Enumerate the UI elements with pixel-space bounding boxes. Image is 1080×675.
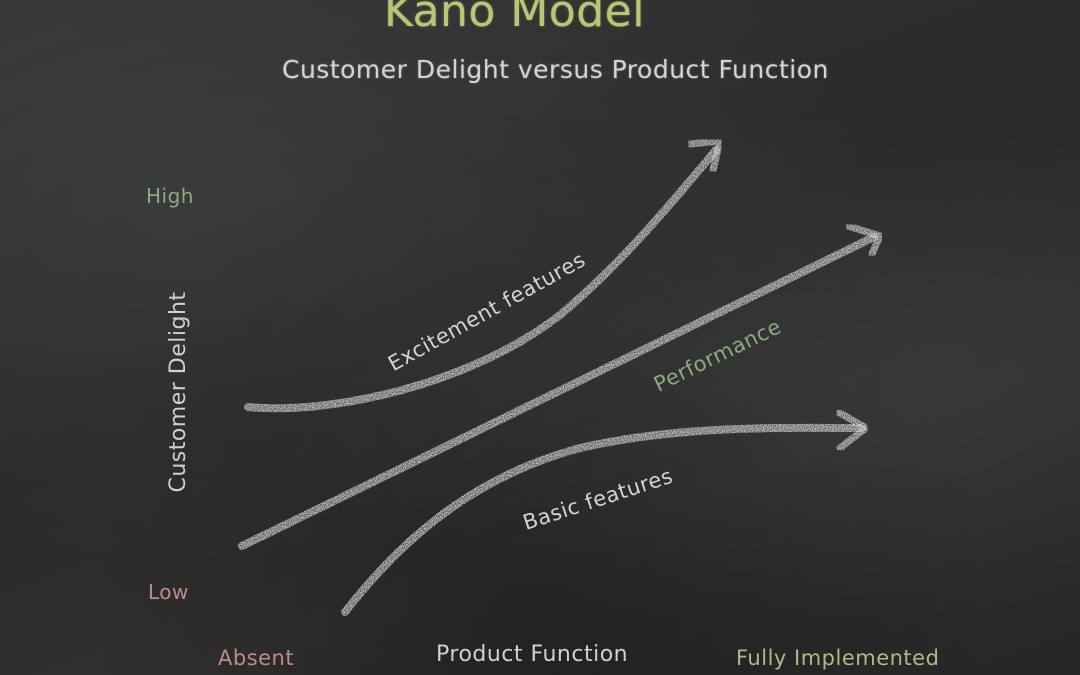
performance-line [238, 233, 878, 550]
y-axis-low-label: Low [148, 580, 189, 604]
excitement-arrowhead [686, 137, 724, 174]
x-axis-title: Product Function [436, 642, 629, 667]
y-axis-high-label: High [146, 184, 194, 208]
basic-arrowhead [834, 408, 870, 452]
x-axis-full-label: Fully Implemented [736, 646, 940, 670]
diagram-title: Kano Model [384, 0, 645, 37]
x-axis-absent-label: Absent [218, 646, 295, 670]
performance-arrowhead [844, 222, 884, 258]
excitement-curve [244, 146, 720, 413]
diagram-subtitle: Customer Delight versus Product Function [282, 55, 829, 84]
basic-curve [341, 423, 866, 616]
y-axis-title: Customer Delight [166, 291, 191, 493]
